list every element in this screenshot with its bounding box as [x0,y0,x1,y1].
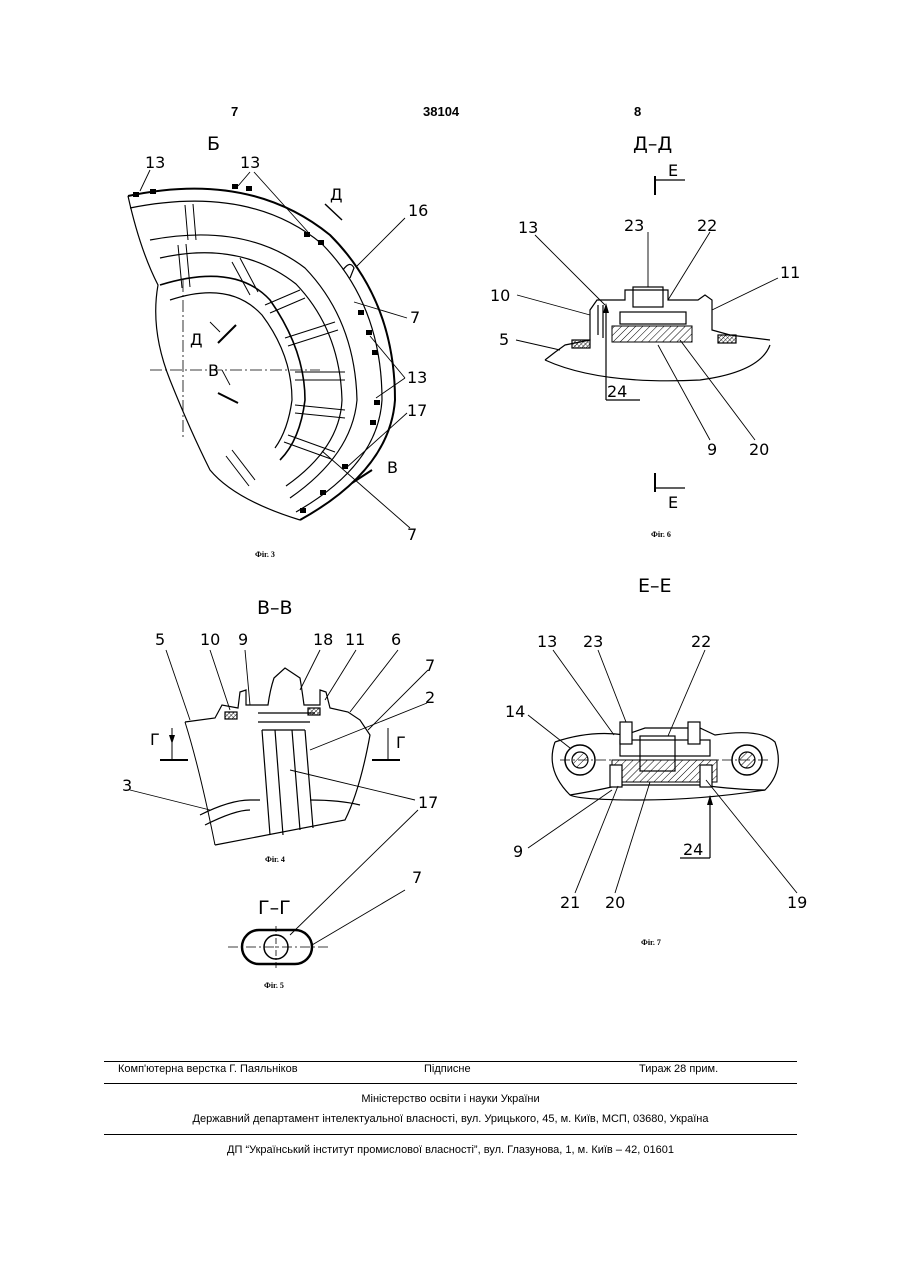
fig7-label-14: 14 [505,702,525,721]
fig6-label-22: 22 [697,216,717,235]
footer-department: Державний департамент інтелектуальної вл… [0,1113,901,1125]
fig3-label-13b: 13 [240,153,260,172]
fig6-label-11: 11 [780,263,800,282]
fig3-label-16: 16 [408,201,428,220]
fig4-label-2: 2 [425,688,435,707]
fig4-label-6: 6 [391,630,401,649]
fig6-label-5: 5 [499,330,509,349]
fig4-label-7: 7 [425,656,435,675]
fig6-label-23: 23 [624,216,644,235]
fig3-label-7b: 7 [407,525,417,544]
fig7-label-24: 24 [683,840,703,859]
fig4-label-9: 9 [238,630,248,649]
figure-6 [516,176,778,492]
figure-3 [128,170,410,528]
fig6-label-20: 20 [749,440,769,459]
fig6-arrow-label-bottom: Е [668,493,678,512]
fig4-label-5: 5 [155,630,165,649]
fig4-label-10: 10 [200,630,220,649]
fig4-label-17: 17 [418,793,438,812]
fig4-label-3: 3 [122,776,132,795]
fig6-label-9: 9 [707,440,717,459]
fig6-arrow-label-top: Е [668,161,678,180]
fig4-caption: Фіг. 4 [265,855,285,864]
fig4-label-11: 11 [345,630,365,649]
fig7-caption: Фіг. 7 [641,938,661,947]
figure-7 [528,650,797,893]
figure-4 [130,650,428,845]
fig3-label-d-mid: Д [190,330,203,349]
fig7-label-23: 23 [583,632,603,651]
fig3-label-v-mid: В [208,361,219,380]
footer-typesetter: Комп'ютерна верстка Г. Паяльніков [118,1063,298,1075]
figure-5 [228,810,418,968]
fig5-label-7: 7 [412,868,422,887]
fig3-label-v-bottom: В [387,458,398,477]
fig3-label-13c: 13 [407,368,427,387]
fig3-label-7a: 7 [410,308,420,327]
fig6-label-10: 10 [490,286,510,305]
footer-circulation: Тираж 28 прим. [639,1063,718,1075]
fig7-label-22: 22 [691,632,711,651]
fig7-label-13: 13 [537,632,557,651]
fig5-caption: Фіг. 5 [264,981,284,990]
fig7-label-21: 21 [560,893,580,912]
footer-rule-bottom [104,1134,797,1135]
fig5-section-title: Г–Г [258,897,291,919]
fig7-label-20: 20 [605,893,625,912]
fig7-label-9: 9 [513,842,523,861]
fig3-label-17: 17 [407,401,427,420]
fig6-label-13: 13 [518,218,538,237]
fig6-label-24: 24 [607,382,627,401]
fig6-section-title: Д–Д [633,133,672,155]
fig3-label-13a: 13 [145,153,165,172]
fig7-label-19: 19 [787,893,807,912]
footer-rule-top [104,1061,797,1062]
footer-signed: Підписне [424,1063,471,1075]
fig4-label-18: 18 [313,630,333,649]
fig4-label-g-left: Г [150,730,160,749]
fig3-caption: Фіг. 3 [255,550,275,559]
fig3-label-d-top: Д [330,185,343,204]
footer-institute: ДП “Український інститут промислової вла… [0,1144,901,1156]
fig3-view-label: Б [207,133,220,155]
footer-rule-middle [104,1083,797,1084]
footer-ministry: Міністерство освіти і науки України [0,1093,901,1105]
fig6-caption: Фіг. 6 [651,530,671,539]
fig7-section-title: Е–Е [638,575,672,597]
fig4-section-title: В–В [257,597,293,619]
fig4-label-g-right: Г [396,733,406,752]
